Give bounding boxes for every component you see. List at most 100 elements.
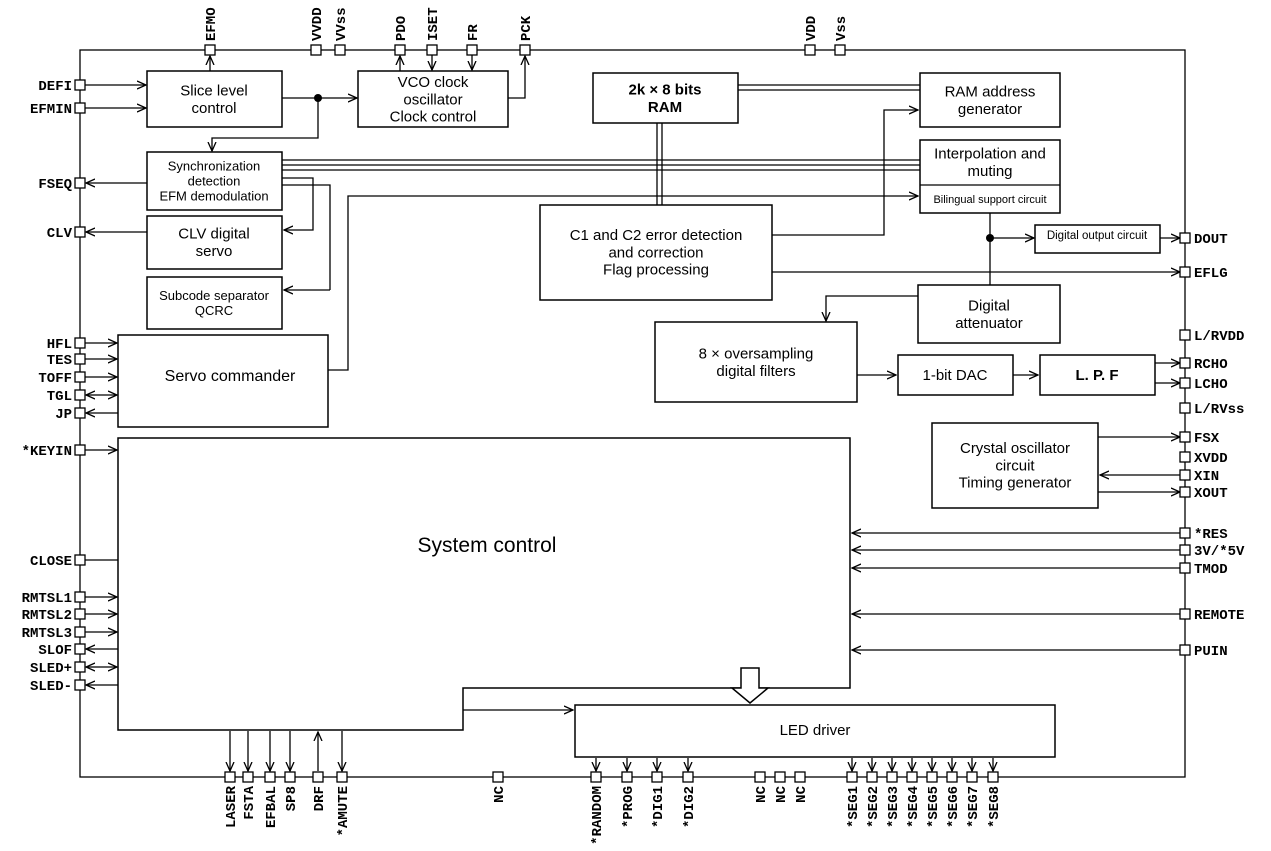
pin-rmtsl3: RMTSL3 [22,626,86,642]
pin-label-vdd: VDD [804,16,820,41]
pin-label-close: CLOSE [30,554,72,570]
lpf-label: L. P. F [1075,367,1118,384]
pin-label-lcho: LCHO [1194,377,1228,393]
pin-label-pdo: PDO [394,16,410,41]
servo-commander-label: Servo commander [165,368,296,385]
pin-label-seg2: *SEG2 [866,786,882,828]
pin-layer: DEFIEFMINFSEQCLVHFLTESTOFFTGLJP*KEYINCLO… [22,7,1245,844]
system-control-label: System control [418,534,557,557]
pin-tgl: TGL [47,389,86,405]
digital-output-circuit-label: Digital output circuit [1047,230,1148,242]
pin-label-vvdd: VVDD [310,7,326,41]
pin-seg2: *SEG2 [866,771,882,828]
pin-nc: NC [492,771,508,803]
pin-vvss: VVss [334,7,350,56]
lpf-block: L. P. F [1039,354,1156,396]
pin-clv: CLV [47,226,86,242]
pin-drf: DRF [312,771,328,811]
one-bit-dac-label: 1-bit DAC [922,367,987,384]
pin-tmod: TMOD [1179,562,1228,578]
pin-pck: PCK [519,15,535,56]
pin-label-dout: DOUT [1194,232,1228,248]
pin-seg5: *SEG5 [926,771,942,828]
pin-label-tmod: TMOD [1194,562,1228,578]
pin-3v-5v: 3V/*5V [1179,544,1245,560]
pin-label-keyin: *KEYIN [22,444,72,460]
pin-label-rcho: RCHO [1194,357,1228,373]
pin-label-random: *RANDOM [590,786,606,845]
pin-label-fseq: FSEQ [38,177,72,193]
pin-xvdd: XVDD [1179,451,1228,467]
led-driver-block: LED driver [574,704,1056,758]
pin-dout: DOUT [1179,232,1228,248]
pin-label-rmtsl1: RMTSL1 [22,591,72,607]
pin-xout: XOUT [1179,486,1228,502]
pin-label-xout: XOUT [1194,486,1228,502]
pin-seg6: *SEG6 [946,771,962,828]
pin-rcho: RCHO [1179,357,1228,373]
pin-label-nc: NC [794,785,810,802]
pin-label-nc: NC [774,785,790,802]
pin-l-rvdd: L/RVDD [1179,329,1244,345]
pin-label-tes: TES [47,353,72,369]
pin-seg8: *SEG8 [987,771,1003,828]
pin-label-seg5: *SEG5 [926,786,942,828]
pin-nc: NC [774,771,790,803]
pin-label-clv: CLV [47,226,73,242]
pin-label-sled: SLED+ [30,661,72,677]
pin-lcho: LCHO [1179,377,1228,393]
pin-rmtsl2: RMTSL2 [22,608,86,624]
pin-vvdd: VVDD [310,7,326,56]
pin-dig2: *DIG2 [682,771,698,828]
pin-label-iset: ISET [426,7,442,41]
pin-seg1: *SEG1 [846,771,862,828]
pin-label-remote: REMOTE [1194,608,1244,624]
pin-toff: TOFF [38,371,86,387]
pin-slof: SLOF [38,643,86,659]
pin-pdo: PDO [394,16,410,56]
pin-label-amute: *AMUTE [336,786,352,836]
pin-res: *RES [1179,527,1228,543]
pin-label-nc: NC [754,785,770,802]
pin-keyin: *KEYIN [22,444,86,460]
pin-label-eflg: EFLG [1194,266,1228,282]
pin-label-hfl: HFL [47,337,72,353]
system-control-block: System control [117,437,851,731]
pin-label-rmtsl2: RMTSL2 [22,608,72,624]
pin-close: CLOSE [30,554,86,570]
pin-label-drf: DRF [312,786,328,811]
pin-laser: LASER [224,771,240,828]
pin-label-l-rvss: L/RVss [1194,402,1244,418]
connections [212,56,1180,710]
pin-vss: Vss [834,16,850,56]
pin-random: *RANDOM [590,771,606,845]
pin-amute: *AMUTE [336,771,352,836]
pin-rmtsl1: RMTSL1 [22,591,86,607]
pin-label-jp: JP [55,407,72,423]
pin-nc: NC [794,771,810,803]
pin-sled: SLED- [30,679,86,695]
pin-fsx: FSX [1179,431,1220,447]
pin-label-seg7: *SEG7 [966,786,982,828]
pin-label-seg8: *SEG8 [987,786,1003,828]
pin-fseq: FSEQ [38,177,86,193]
pin-seg3: *SEG3 [886,771,902,828]
pin-label-fsta: FSTA [242,785,258,819]
pin-fr: FR [466,24,482,56]
pin-label-seg3: *SEG3 [886,786,902,828]
